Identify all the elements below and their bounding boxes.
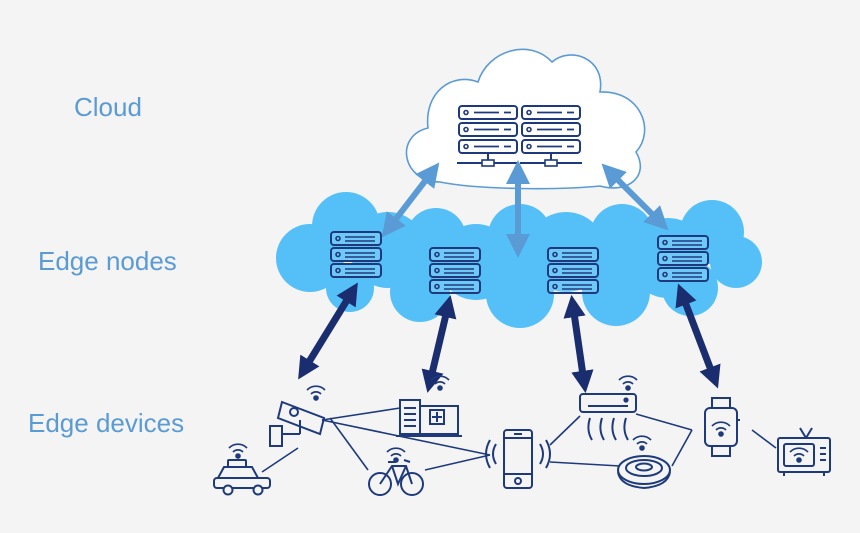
edge-nodes-tier-label: Edge nodes [38, 246, 177, 276]
cctv-camera-icon [269, 385, 326, 447]
cloud-edge-arrow [381, 162, 440, 238]
cloud-edge-arrow [601, 163, 669, 231]
smartphone-icon [485, 429, 551, 489]
edge-server-icon [429, 247, 481, 294]
edge-device-arrow [421, 295, 457, 393]
edge-server-icon [547, 247, 599, 294]
edge-server-icon [657, 235, 709, 282]
edge-device-arrow [563, 294, 594, 394]
air-conditioner-icon [579, 375, 638, 441]
smartwatch-icon [704, 397, 740, 457]
bicycle-icon [368, 447, 424, 496]
edge-devices-tier-label: Edge devices [28, 408, 185, 438]
robot-vacuum-icon [617, 435, 671, 490]
cloud-tier-label: Cloud [74, 92, 142, 122]
smart-tv-icon [777, 427, 831, 476]
hospital-building-icon [396, 375, 462, 437]
edge-device-arrow [298, 282, 358, 380]
edge-server-icon [330, 231, 382, 278]
device-links [261, 407, 777, 473]
taxi-icon [213, 443, 271, 496]
edge-device-arrow [675, 283, 721, 389]
